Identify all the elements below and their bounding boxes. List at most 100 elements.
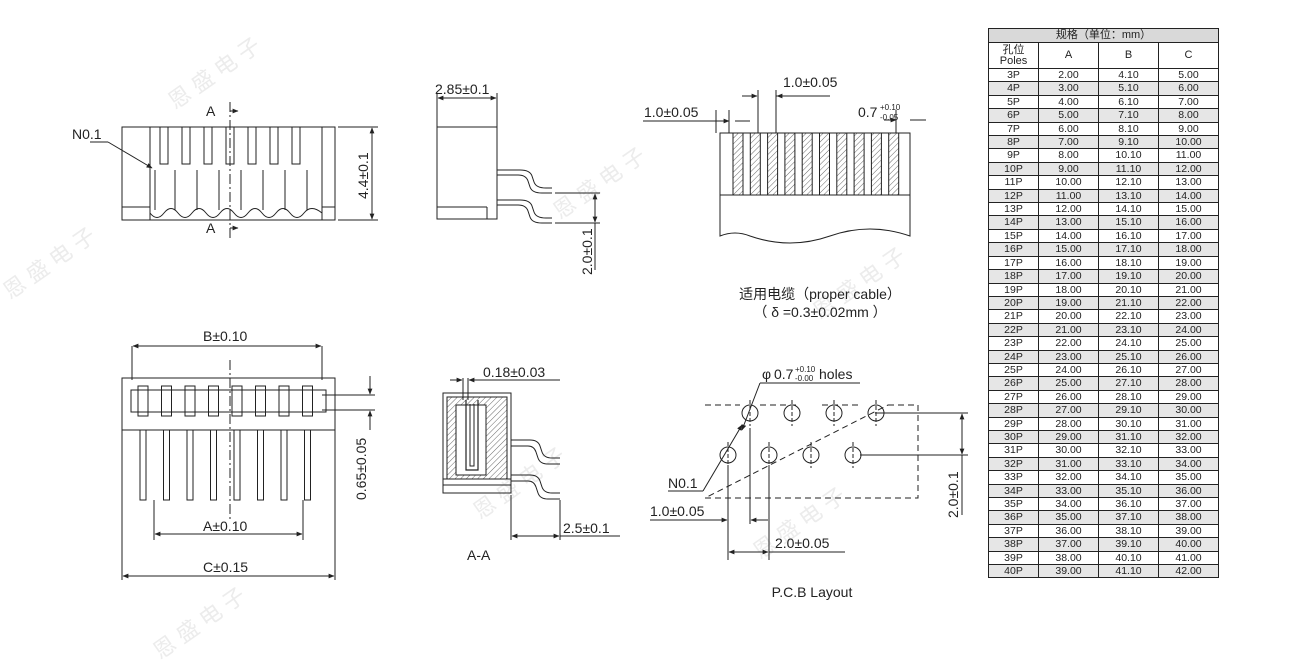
table-cell: 23P [988,336,1039,351]
table-cell: 39.00 [1157,523,1220,539]
pin [163,429,170,501]
table-cell: 4P [988,81,1039,96]
table-cell: 27.00 [1038,403,1099,418]
table-cell: 2.00 [1038,67,1099,83]
contact-housing [302,385,313,417]
table-cell: 20.00 [1157,269,1220,284]
contact-dim-label: 0.18±0.03 [483,364,545,380]
table-cell: 6.00 [1157,81,1220,96]
comb-slot [247,126,257,165]
table-cell: 15.10 [1098,215,1159,230]
table-cell: 13.00 [1157,175,1220,190]
cable-width-dim: 0.7 [858,104,878,120]
technical-drawing: 恩 盛 电 子 恩 盛 电 子 恩 盛 电 子 恩 盛 电 子 恩 盛 电 子 … [0,33,968,664]
table-cell: 37.10 [1098,510,1159,525]
height-065-label: 0.65±0.05 [353,438,369,500]
spec-table-title: 规格（单位：mm） [987,28,1220,43]
cable-edge-dim: 1.0±0.05 [644,104,699,120]
table-cell: 13.10 [1098,188,1159,204]
contact-housing [208,385,219,417]
contact-housing [255,385,266,417]
svg-text:恩 盛 电 子: 恩 盛 电 子 [149,583,250,664]
table-cell: 33.00 [1038,483,1099,499]
table-cell: 35P [988,496,1039,512]
cable-view [643,90,926,244]
cable-caption-2: （ δ =0.3±0.02mm ） [753,304,886,320]
c-dim-label: C±0.15 [203,559,248,575]
table-cell: 41.10 [1098,564,1159,579]
a-dim-label: A±0.10 [203,518,247,534]
table-cell: 25P [988,362,1039,378]
table-cell: 39P [988,550,1039,566]
table-cell: 12P [988,188,1039,204]
table-cell: 20.00 [1038,309,1099,324]
table-cell: 8.00 [1157,108,1220,123]
svg-text:恩 盛 电 子: 恩 盛 电 子 [164,33,265,114]
table-cell: 12.00 [1038,202,1099,217]
table-cell: 26.00 [1157,349,1220,364]
plan-view [121,343,375,580]
conductor [767,132,779,196]
pin [304,429,311,501]
table-cell: 28P [988,403,1039,418]
table-cell: 20.10 [1098,282,1159,297]
table-cell: 25.10 [1098,349,1159,364]
table-cell: 7P [988,121,1039,137]
hole-spec-suffix: holes [819,366,852,382]
table-cell: 8P [988,135,1039,150]
table-cell: 16.00 [1157,215,1220,230]
b-dim-label: B±0.10 [203,328,247,344]
table-cell: 24.10 [1098,336,1159,351]
table-cell: 34.10 [1098,470,1159,485]
table-cell: 32.10 [1098,443,1159,458]
col-header-c: C [1157,42,1220,69]
table-cell: 5.00 [1038,108,1099,123]
pcb-chamfer-label: N0.1 [668,475,698,491]
pin [210,429,217,501]
pin [233,429,241,501]
table-cell: 14.00 [1157,188,1220,204]
table-cell: 21.00 [1157,282,1220,297]
table-cell: 6P [988,108,1039,123]
table-cell: 28.10 [1098,389,1159,405]
comb-slot [269,126,279,165]
front-view [90,102,378,240]
table-cell: 8.00 [1038,148,1099,163]
table-cell: 32P [988,456,1039,472]
table-cell: 41.00 [1157,550,1220,566]
pin [280,429,288,501]
table-cell: 19.00 [1038,295,1099,311]
table-cell: 12.00 [1157,161,1220,177]
table-cell: 17.00 [1157,228,1220,244]
table-cell: 21P [988,309,1039,324]
contact-housing [184,385,196,417]
table-cell: 19.10 [1098,269,1159,284]
table-cell: 17P [988,255,1039,271]
table-cell: 39.10 [1098,537,1159,552]
table-cell: 22.10 [1098,309,1159,324]
table-cell: 18.00 [1157,242,1220,257]
table-cell: 38P [988,537,1039,552]
table-cell: 35.10 [1098,483,1159,499]
table-cell: 7.00 [1038,135,1099,150]
table-cell: 24.00 [1157,322,1220,338]
table-cell: 33.00 [1157,443,1220,458]
table-cell: 31.00 [1157,416,1220,431]
table-cell: 38.00 [1157,510,1220,525]
table-cell: 40.00 [1157,537,1220,552]
